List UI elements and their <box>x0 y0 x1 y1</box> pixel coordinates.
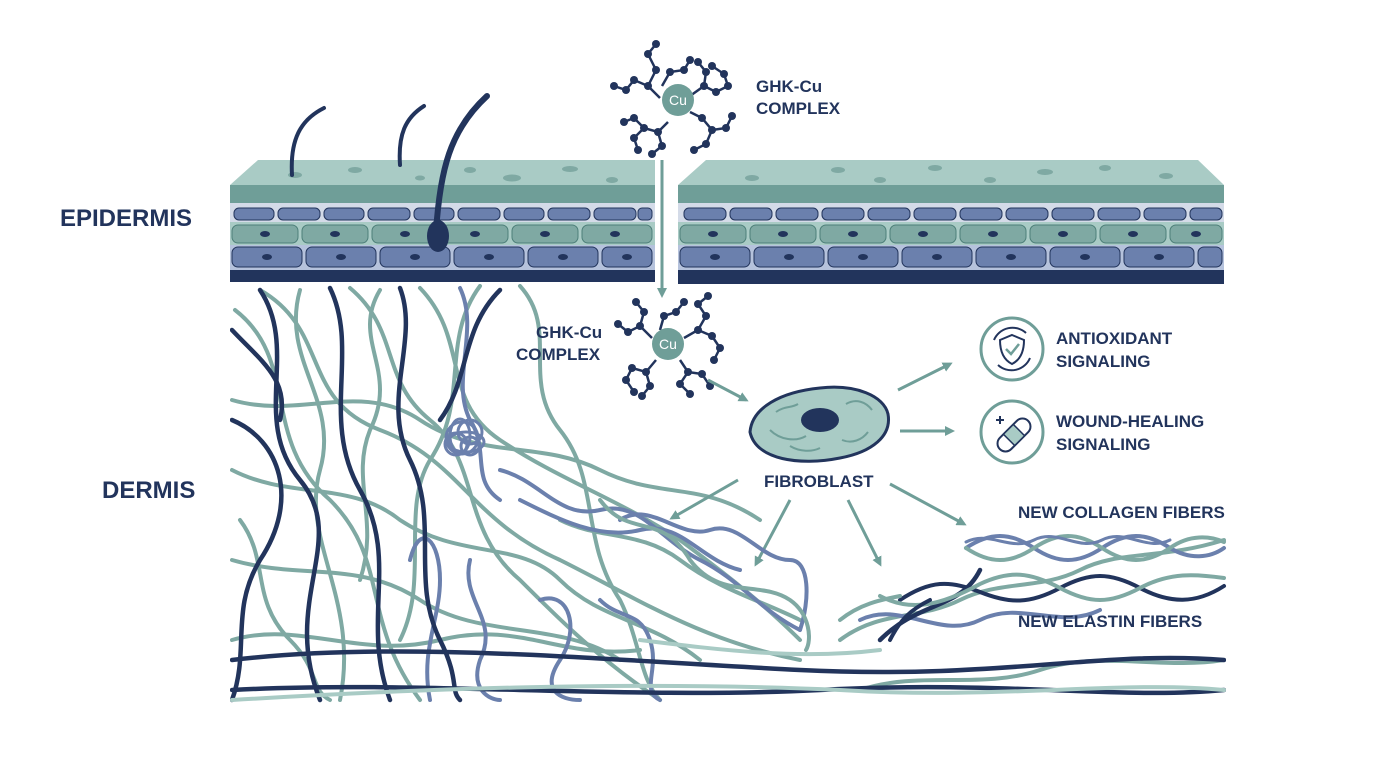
fibroblast-cell <box>748 385 890 463</box>
antioxidant-label-2: SIGNALING <box>1056 352 1150 371</box>
elastin-label: NEW ELASTIN FIBERS <box>1018 612 1202 631</box>
copper-ion-mid <box>652 328 684 360</box>
tangled-fiber-knot <box>443 417 486 457</box>
arrow-to-new-fibers <box>889 482 967 526</box>
arrow-fibroblast-down-left <box>754 499 792 567</box>
copper-label-top: Cu <box>669 92 687 108</box>
copper-ion-top <box>662 84 694 116</box>
dermis-fiber-network <box>230 284 1226 703</box>
signal-arrows <box>669 362 967 567</box>
hair-follicles <box>289 93 490 252</box>
dermis-label: DERMIS <box>102 477 195 504</box>
complex-label-mid-1: GHK-Cu <box>536 323 602 342</box>
ghk-cu-molecule-mid: Cu <box>614 292 724 400</box>
fibroblast-nucleus <box>801 408 839 432</box>
fibroblast-label: FIBROBLAST <box>764 472 874 491</box>
ghk-cu-molecule-top: Cu <box>610 40 736 158</box>
new-collagen-fibers <box>964 534 1226 562</box>
arrow-fibroblast-down-right <box>846 499 882 567</box>
collagen-label: NEW COLLAGEN FIBERS <box>1018 503 1225 522</box>
arrow-fibroblast-left <box>669 478 739 520</box>
wound-healing-label-1: WOUND-HEALING <box>1056 412 1204 431</box>
complex-label-top-2: COMPLEX <box>756 99 841 118</box>
copper-label-mid: Cu <box>659 336 677 352</box>
antioxidant-label-1: ANTIOXIDANT <box>1056 329 1173 348</box>
complex-label-top-1: GHK-Cu <box>756 77 822 96</box>
bandage-plus-icon <box>979 399 1045 465</box>
new-elastin-fibers <box>598 498 1226 652</box>
epidermis-left-cells <box>231 166 653 268</box>
epidermis-right-cells <box>679 165 1223 268</box>
complex-label-mid-2: COMPLEX <box>516 345 601 364</box>
arrow-to-antioxidant <box>897 362 953 392</box>
wound-healing-label-2: SIGNALING <box>1056 435 1150 454</box>
arrow-complex-to-fibroblast <box>707 378 749 402</box>
epidermis-label: EPIDERMIS <box>60 205 192 232</box>
shield-check-cycle-icon <box>979 316 1045 382</box>
